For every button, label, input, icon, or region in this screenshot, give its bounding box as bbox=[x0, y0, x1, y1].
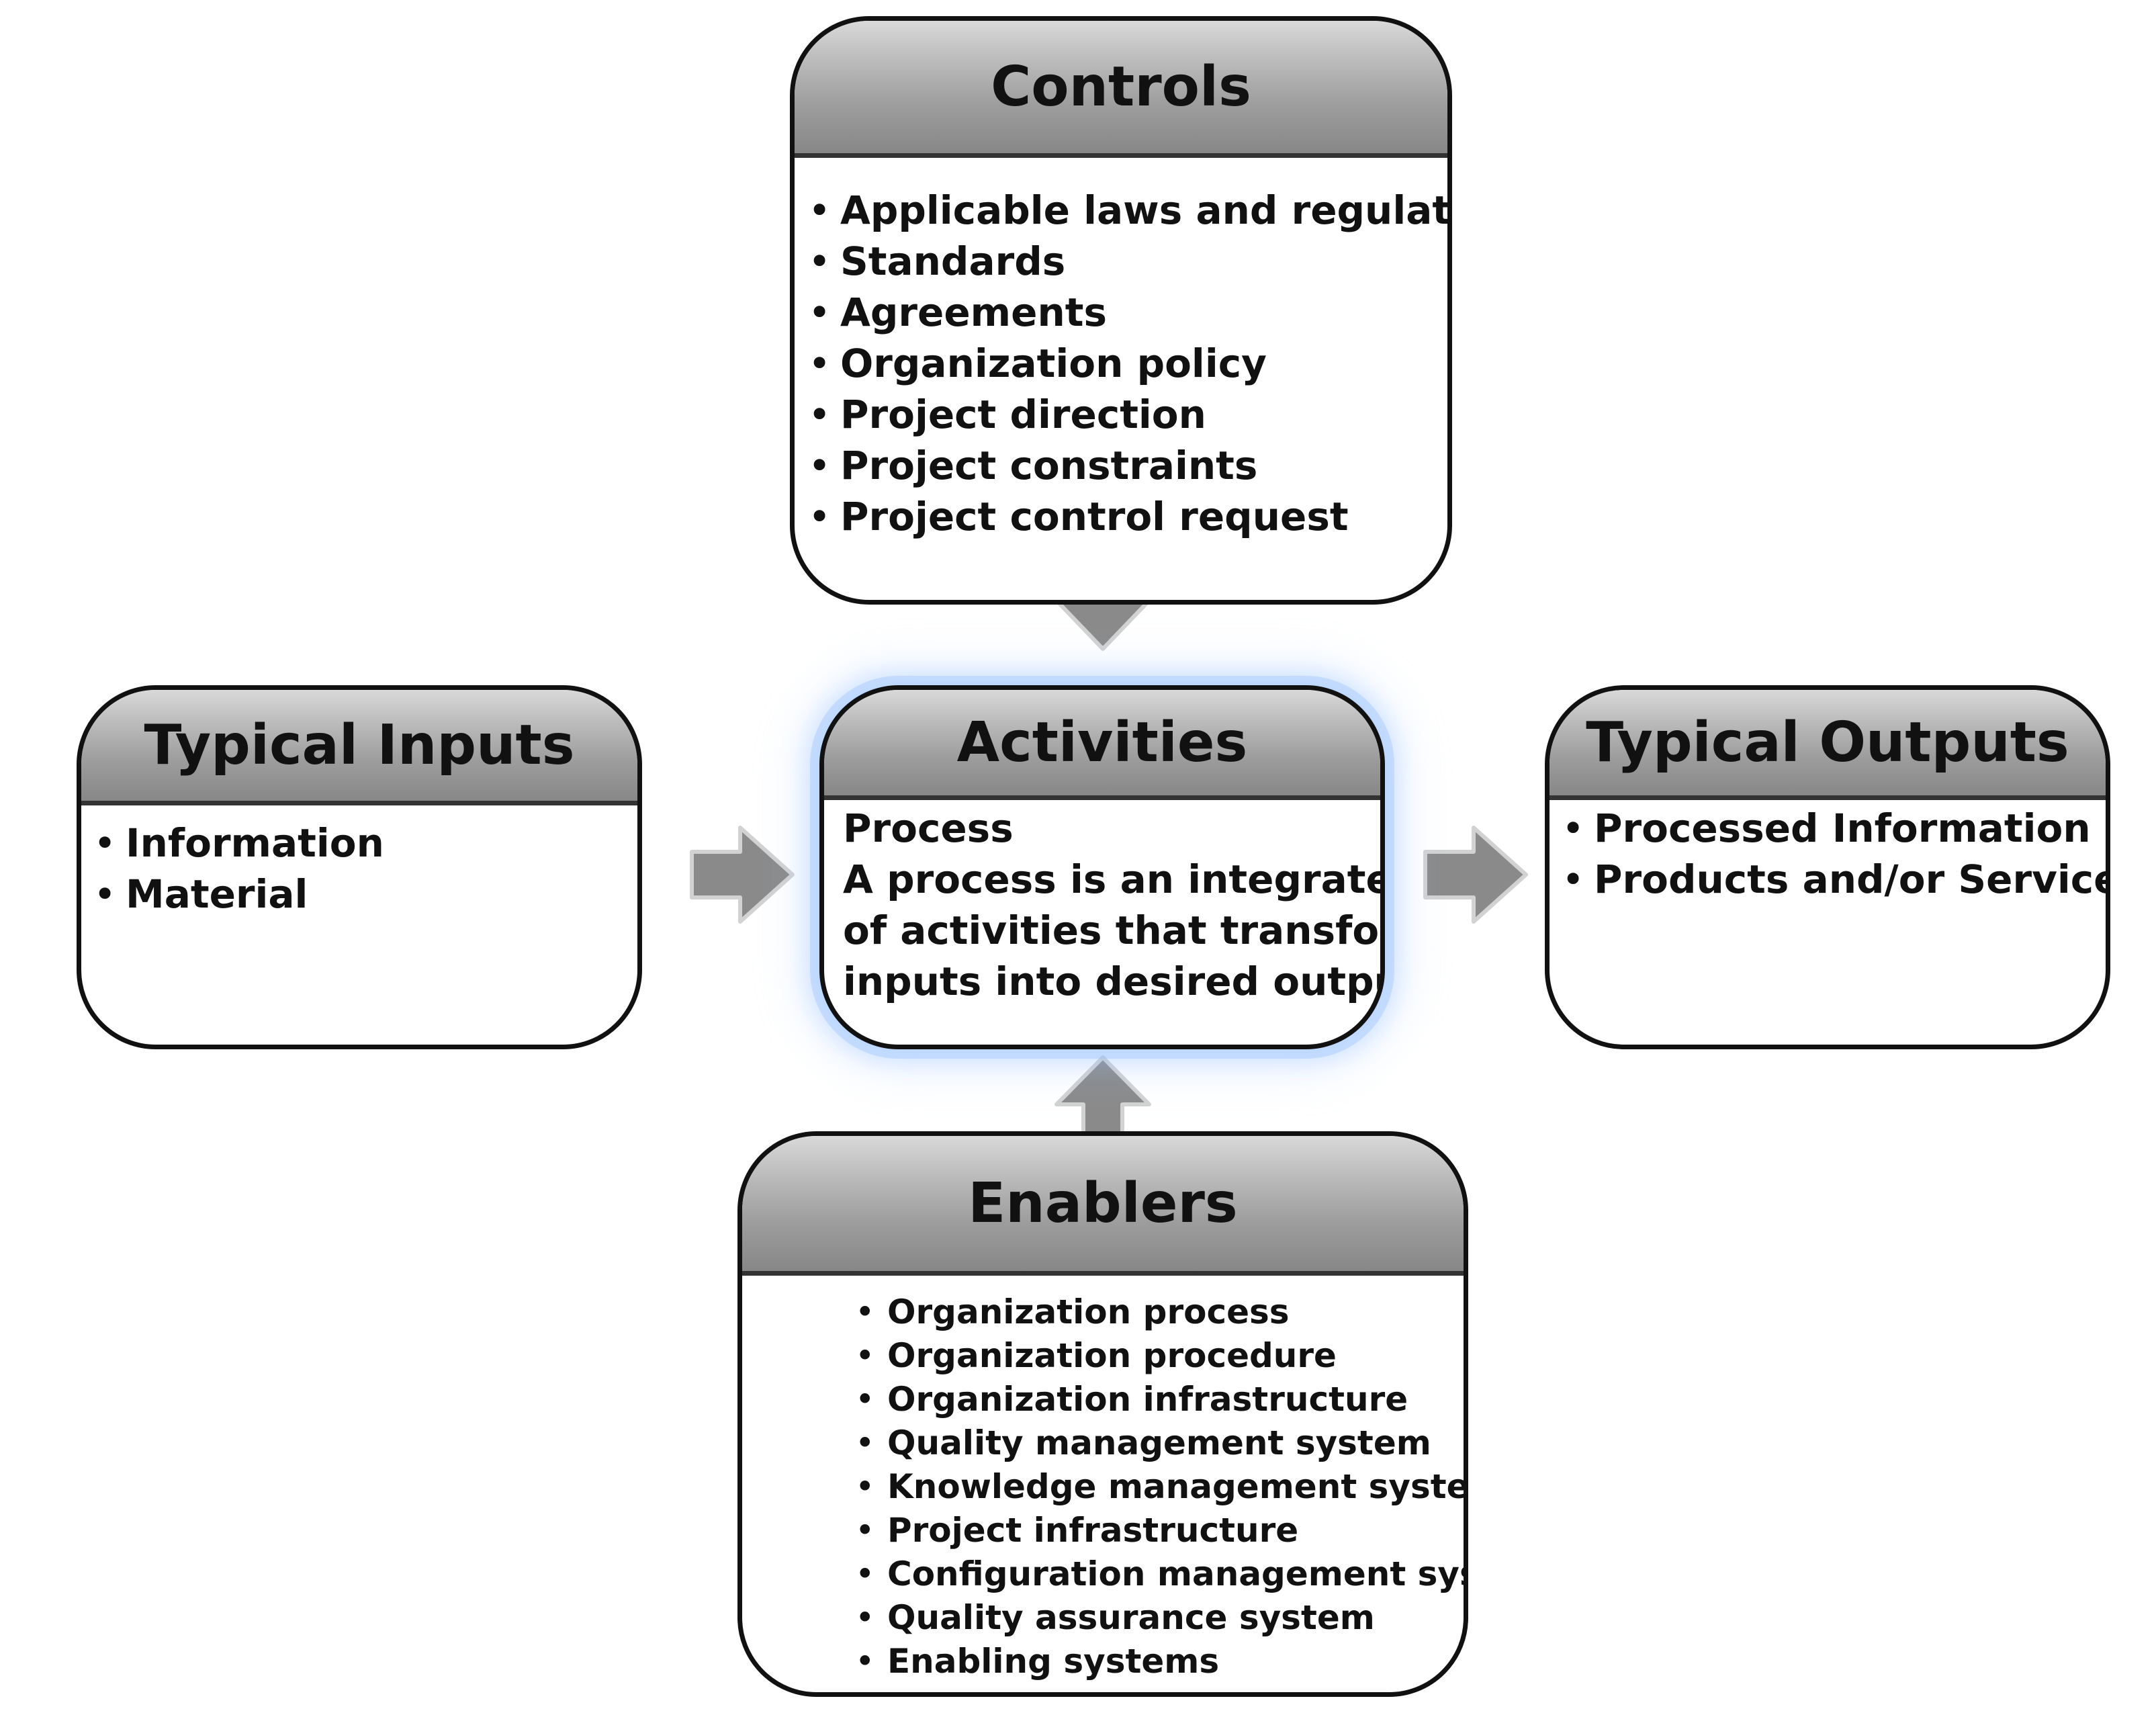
controls-item: Standards bbox=[808, 236, 1433, 287]
enablers-header: Enablers bbox=[742, 1136, 1464, 1276]
enabler-item: Organization infrastructure bbox=[855, 1378, 1446, 1421]
inputs-to-activities-arrow bbox=[690, 826, 795, 924]
enabler-item: Configuration management system bbox=[855, 1552, 1464, 1596]
enabler-item: Organization procedure bbox=[855, 1334, 1446, 1378]
activities-process-label: Process bbox=[843, 805, 1014, 851]
controls-item: Applicable laws and regulations bbox=[808, 185, 1447, 236]
controls-item: Organization policy bbox=[808, 338, 1433, 389]
activities-header: Activities bbox=[824, 690, 1380, 800]
enabler-item: Organization process bbox=[855, 1290, 1446, 1334]
controls-list: Applicable laws and regulations Standard… bbox=[808, 185, 1447, 542]
controls-card: Controls Applicable laws and regulations… bbox=[790, 16, 1452, 605]
typical-input-item: Information bbox=[93, 818, 617, 869]
controls-item: Project control request bbox=[808, 491, 1433, 542]
typical-outputs-card: Typical Outputs Processed Information Pr… bbox=[1545, 685, 2110, 1049]
enabler-item: Knowledge management system bbox=[855, 1465, 1464, 1509]
activities-title: Activities bbox=[956, 711, 1248, 775]
typical-inputs-list-area: Information Material bbox=[93, 818, 617, 920]
enabler-item: Quality assurance system bbox=[855, 1596, 1446, 1640]
controls-header: Controls bbox=[795, 21, 1447, 158]
enabler-item: Quality management system bbox=[855, 1421, 1446, 1465]
enablers-card: Enablers Organization process Organizati… bbox=[737, 1131, 1468, 1697]
controls-title: Controls bbox=[991, 55, 1251, 119]
typical-inputs-list: Information Material bbox=[93, 818, 617, 920]
controls-list-area: Applicable laws and regulations Standard… bbox=[808, 185, 1447, 542]
enablers-list-area: Organization process Organization proced… bbox=[855, 1290, 1464, 1683]
typical-outputs-header: Typical Outputs bbox=[1549, 690, 2106, 800]
typical-outputs-list-area: Processed Information Products and/or Se… bbox=[1562, 803, 2106, 905]
activities-description-line: of activities that transforms bbox=[843, 908, 1380, 953]
typical-output-item: Processed Information bbox=[1562, 803, 2092, 854]
enablers-list: Organization process Organization proced… bbox=[855, 1290, 1464, 1683]
activities-description: Process A process is an integrated set o… bbox=[843, 803, 1385, 1007]
activities-card: Activities Process A process is an integ… bbox=[819, 685, 1385, 1049]
typical-output-item: Products and/or Services bbox=[1562, 854, 2106, 905]
controls-item: Project direction bbox=[808, 389, 1433, 440]
enabler-item: Project infrastructure bbox=[855, 1509, 1446, 1552]
typical-inputs-header: Typical Inputs bbox=[81, 690, 637, 805]
activities-description-line: A process is an integrated set bbox=[843, 856, 1380, 902]
typical-outputs-title: Typical Outputs bbox=[1586, 711, 2069, 775]
typical-inputs-card: Typical Inputs Information Material bbox=[77, 685, 642, 1049]
typical-outputs-list: Processed Information Products and/or Se… bbox=[1562, 803, 2106, 905]
activities-to-outputs-arrow bbox=[1423, 826, 1528, 924]
controls-item: Agreements bbox=[808, 287, 1433, 338]
typical-inputs-title: Typical Inputs bbox=[144, 713, 575, 777]
controls-item: Project constraints bbox=[808, 440, 1433, 491]
activities-description-line: inputs into desired outputs bbox=[843, 959, 1385, 1004]
enablers-title: Enablers bbox=[968, 1172, 1238, 1235]
enabler-item: Enabling systems bbox=[855, 1640, 1446, 1683]
typical-input-item: Material bbox=[93, 869, 617, 920]
